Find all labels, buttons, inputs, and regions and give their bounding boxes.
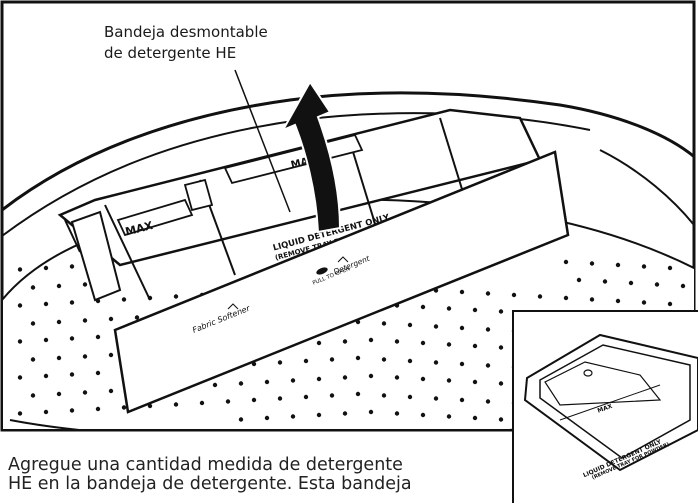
detergent-icon: [316, 267, 328, 275]
inset-max-label: MAX: [597, 403, 614, 415]
pull-up-arrow: [280, 80, 342, 234]
callout-leader-line: [234, 69, 291, 213]
callout-line-1: Bandeja desmontable: [104, 23, 268, 41]
caption-line-2: HE en la bandeja de detergente. Esta ban…: [8, 475, 412, 494]
callout-label: Bandeja desmontable de detergente HE: [104, 22, 268, 64]
caption-text: Agregue una cantidad medida de detergent…: [8, 456, 508, 494]
caption-line-1: Agregue una cantidad medida de detergent…: [8, 456, 403, 475]
dispenser-housing: [57, 108, 542, 267]
drawer-front-panel[interactable]: [113, 150, 570, 414]
max-label-partial: MA: [290, 156, 310, 171]
washer-top-rim: [2, 91, 694, 212]
callout-line-2: de detergente HE: [104, 44, 237, 62]
